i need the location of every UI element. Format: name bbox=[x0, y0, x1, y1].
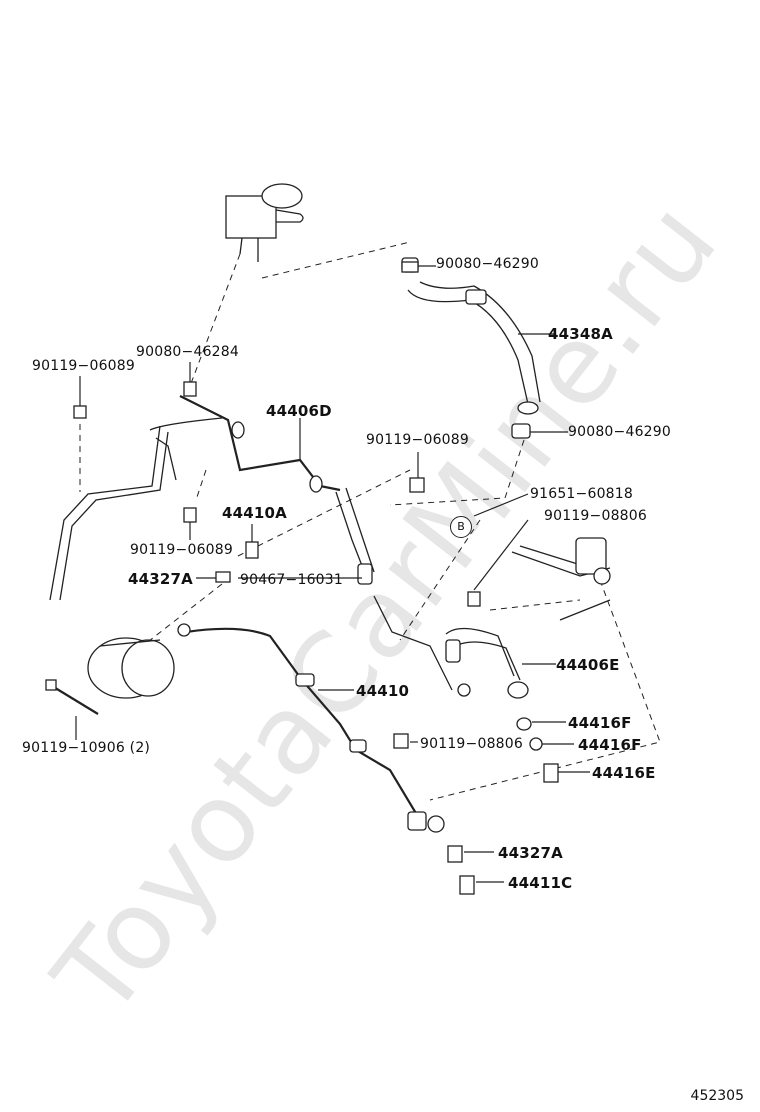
bolt-left bbox=[73, 405, 87, 419]
label-90080-46290-right: 90080−46290 bbox=[568, 424, 672, 440]
label-44416F-1: 44416F bbox=[568, 714, 632, 732]
pump-body bbox=[87, 637, 175, 699]
bolt-90119-10906 bbox=[45, 679, 99, 715]
label-90467-16031: 90467−16031 bbox=[240, 572, 344, 588]
gasket-44416F-1 bbox=[516, 717, 532, 731]
label-90080-46284: 90080−46284 bbox=[136, 344, 240, 360]
figure-number: 452305 bbox=[690, 1088, 744, 1104]
label-44406D: 44406D bbox=[266, 402, 332, 420]
hose-44348A bbox=[401, 257, 541, 415]
label-90119-06089-mid: 90119−06089 bbox=[366, 432, 470, 448]
gasket-44327A-low bbox=[447, 845, 463, 863]
label-44327A-left: 44327A bbox=[128, 570, 193, 588]
label-90119-10906: 90119−10906 (2) bbox=[22, 740, 151, 756]
label-44406E: 44406E bbox=[556, 656, 620, 674]
callout-b: B bbox=[450, 516, 472, 538]
pipe-44406E bbox=[373, 595, 529, 699]
clamp-right bbox=[511, 423, 531, 439]
label-91651-60818: 91651−60818 bbox=[530, 486, 634, 502]
label-90119-08806-low: 90119−08806 bbox=[420, 736, 524, 752]
reservoir-tank bbox=[225, 183, 304, 262]
steering-gear bbox=[511, 537, 611, 621]
gasket-44327A bbox=[215, 571, 231, 583]
pipe-44406D bbox=[49, 395, 375, 601]
gasket-44416F-2 bbox=[529, 737, 543, 751]
label-90119-06089-low: 90119−06089 bbox=[130, 542, 234, 558]
bolt-mid bbox=[409, 477, 425, 493]
bolt-right bbox=[467, 591, 481, 607]
union-44416E bbox=[543, 763, 559, 783]
label-44410: 44410 bbox=[356, 682, 410, 700]
union-44411C bbox=[459, 875, 475, 895]
label-44416E: 44416E bbox=[592, 764, 656, 782]
label-44348A: 44348A bbox=[548, 325, 613, 343]
union-44410A bbox=[245, 541, 259, 559]
bolt-low-right bbox=[393, 733, 409, 749]
bolt-low bbox=[183, 507, 197, 523]
clamp-top bbox=[401, 261, 419, 273]
label-90080-46290-top: 90080−46290 bbox=[436, 256, 540, 272]
hose-44410 bbox=[177, 623, 445, 833]
label-44416F-2: 44416F bbox=[578, 736, 642, 754]
label-90119-08806-right: 90119−08806 bbox=[544, 508, 648, 524]
label-90119-06089-left: 90119−06089 bbox=[32, 358, 136, 374]
clamp-90080-46284 bbox=[183, 381, 197, 397]
label-44411C: 44411C bbox=[508, 874, 573, 892]
label-44327A-low: 44327A bbox=[498, 844, 563, 862]
label-44410A: 44410A bbox=[222, 504, 287, 522]
